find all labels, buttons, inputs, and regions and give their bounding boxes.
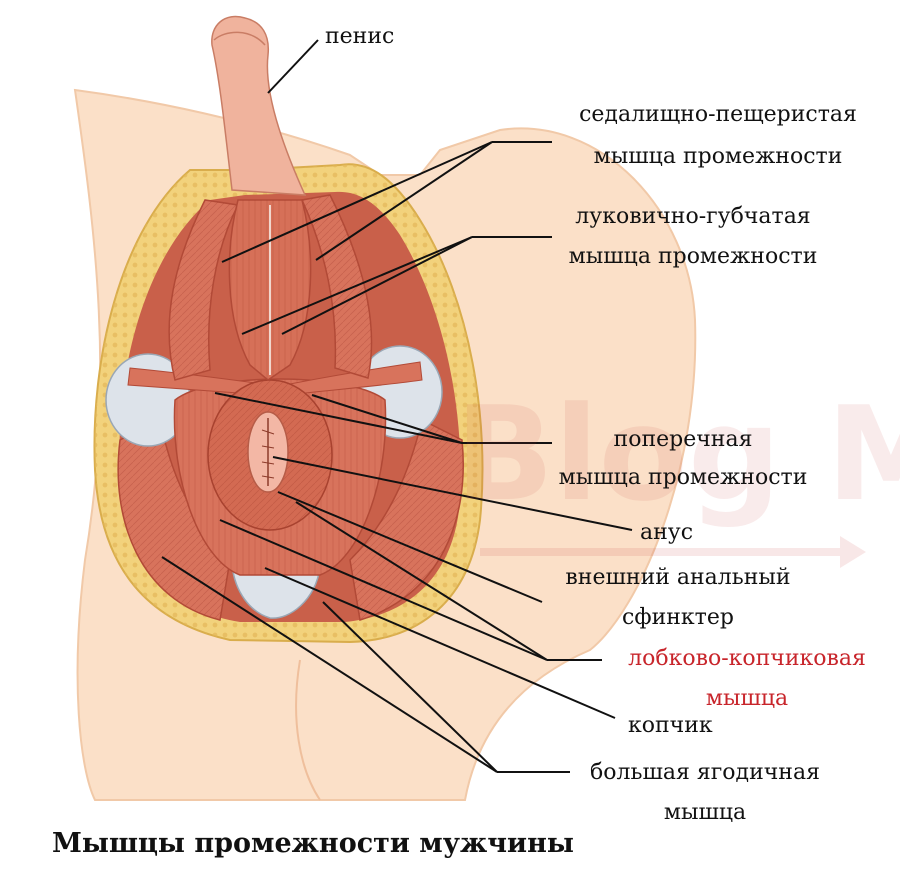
buttock-crease — [295, 659, 321, 801]
label-line: лобково-копчиковая — [628, 646, 866, 671]
label-line: мышца — [705, 686, 789, 711]
label-anus: анус — [640, 520, 694, 545]
label-line: седалищно-пещеристая — [579, 102, 857, 127]
label-sphincter: внешний анальный сфинктер — [548, 563, 808, 633]
label-pubococcygeus: лобково-копчиковая мышца — [608, 644, 886, 714]
label-line: поперечная — [613, 427, 753, 452]
watermark: Blog Med — [455, 378, 900, 530]
penis — [211, 15, 307, 196]
label-gluteus: большая ягодичная мышца — [576, 758, 834, 828]
label-coccyx: копчик — [628, 713, 713, 738]
label-line: сфинктер — [622, 605, 734, 630]
label-line: луковично-губчатая — [575, 204, 811, 229]
label-line: мышца — [663, 800, 747, 825]
label-line: большая ягодичная — [590, 760, 820, 785]
label-bulbospongiosus: луковично-губчатая мышца промежности — [548, 202, 838, 272]
label-penis: пенис — [325, 24, 395, 49]
label-transverse: поперечная мышца промежности — [538, 425, 828, 493]
diagram-title: Мышцы промежности мужчины — [52, 828, 574, 859]
label-line: мышца промежности — [593, 144, 843, 169]
label-line: мышца промежности — [558, 465, 808, 490]
label-line: мышца промежности — [568, 244, 818, 269]
leader-lines — [161, 39, 633, 773]
watermark-arrow — [480, 536, 866, 568]
label-ischiocavernosus: седалищно-пещеристая мышца промежности — [562, 100, 874, 172]
label-line: внешний анальный — [565, 565, 791, 590]
